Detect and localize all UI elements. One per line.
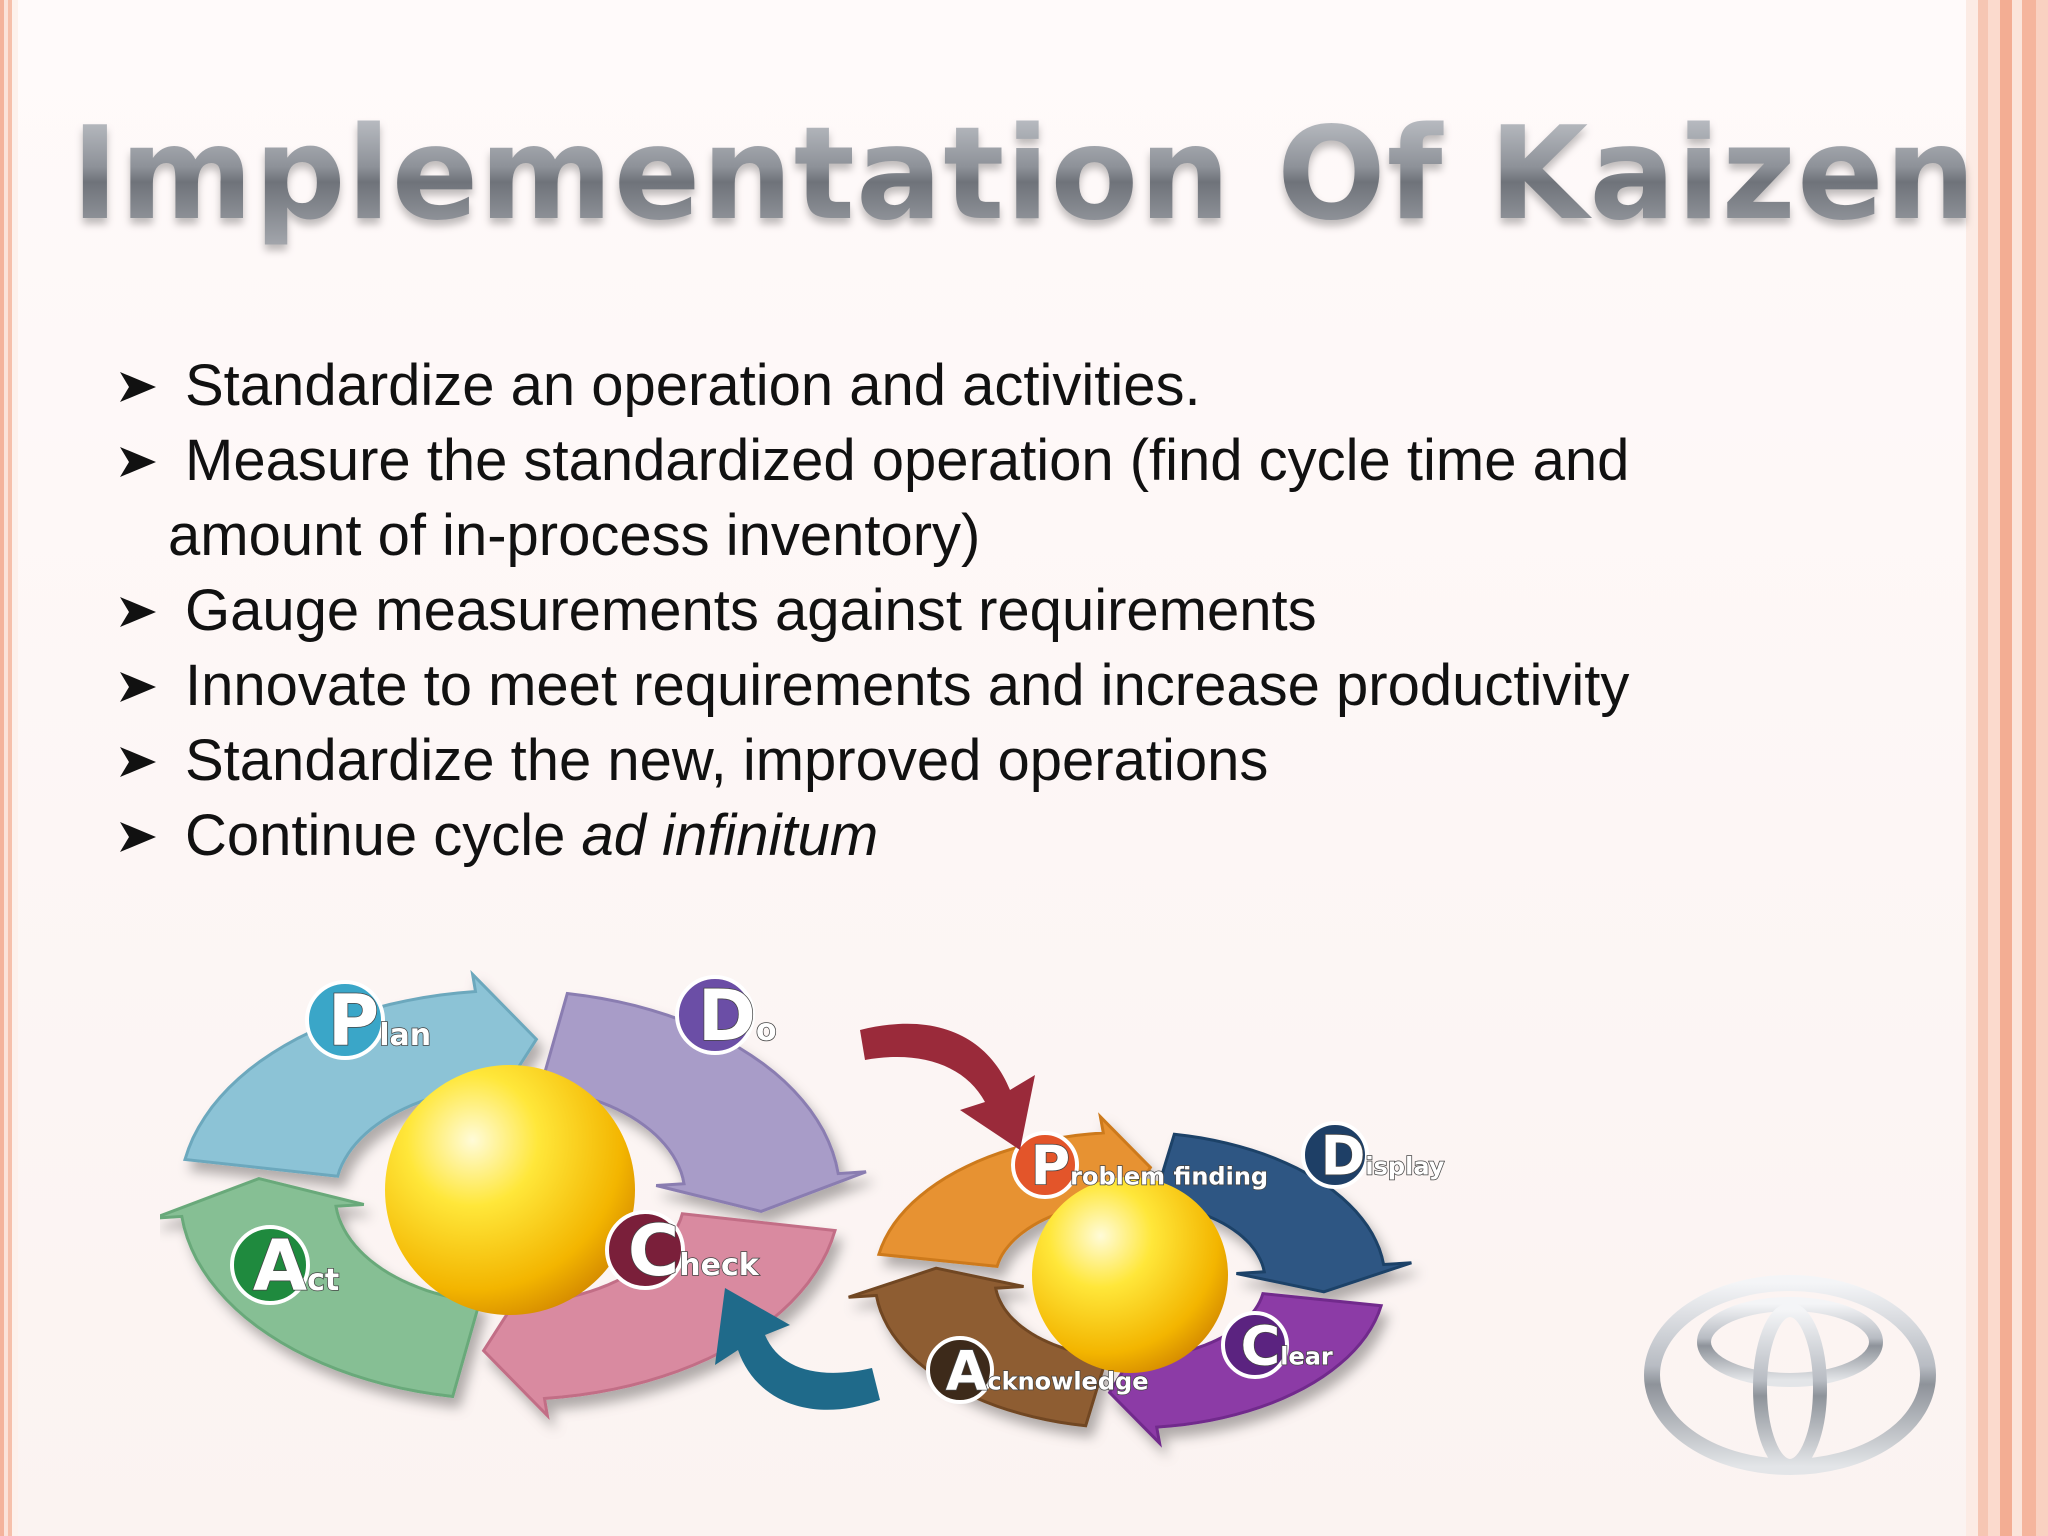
back-curved-arrow-icon: [715, 1288, 880, 1410]
bullet-item: Gauge measurements against requirements: [118, 573, 1818, 648]
pdca-sphere: [385, 1065, 635, 1315]
bullet-text: Innovate to meet requirements and increa…: [185, 653, 1630, 718]
bullet-text-italic: ad infinitum: [581, 803, 879, 868]
left-decorative-border: [0, 0, 18, 1536]
slide-title: Implementation Of Kaizen: [0, 100, 2048, 249]
bullet-item: Standardize the new, improved operations: [118, 723, 1818, 798]
problem-finding-badge: [1011, 1131, 1079, 1199]
arrowhead-bullet-icon: [120, 747, 156, 777]
bullet-list: Standardize an operation and activities.…: [118, 348, 1818, 873]
arrowhead-bullet-icon: [120, 822, 156, 852]
right-decorative-border: [1966, 0, 2048, 1536]
act-badge: [230, 1225, 310, 1305]
act-label: Act: [253, 1225, 339, 1307]
acknowledge-badge: [926, 1336, 994, 1404]
arrowhead-bullet-icon: [120, 672, 156, 702]
bullet-text: Standardize an operation and activities.: [185, 353, 1201, 418]
bullet-text: Measure the standardized operation (find…: [185, 428, 1630, 493]
toyota-logo-icon: [1644, 1275, 1936, 1475]
bullet-item: Continue cycle ad infinitum: [118, 798, 1818, 873]
bullet-item: Measure the standardized operation (find…: [118, 423, 1818, 573]
problem-cycle-sphere: [1032, 1177, 1228, 1373]
pdca-ring: [160, 969, 867, 1421]
bullet-text: Standardize the new, improved operations: [185, 728, 1269, 793]
display-label: Display: [1321, 1124, 1445, 1187]
plan-label: Plan: [328, 980, 431, 1062]
bullet-text: Gauge measurements against requirements: [185, 578, 1317, 643]
bullet-text-continuation: amount of in-process inventory): [168, 503, 981, 568]
bullet-text: Continue cycle: [185, 803, 582, 868]
arrowhead-bullet-icon: [120, 597, 156, 627]
acknowledge-label: Acknowledge: [946, 1339, 1149, 1402]
bullet-item: Standardize an operation and activities.: [118, 348, 1818, 423]
plan-badge: [305, 980, 385, 1060]
check-label: Check: [628, 1210, 760, 1292]
display-badge: [1301, 1121, 1369, 1189]
do-badge: [675, 975, 755, 1055]
clear-badge: [1221, 1311, 1289, 1379]
clear-label: Clear: [1241, 1314, 1333, 1377]
bullet-item: Innovate to meet requirements and increa…: [118, 648, 1818, 723]
arrowhead-bullet-icon: [120, 372, 156, 402]
arrowhead-bullet-icon: [120, 447, 156, 477]
act-segment: [160, 1177, 482, 1399]
problem-finding-label: Problem finding: [1031, 1134, 1269, 1197]
do-label: Do: [698, 975, 777, 1057]
check-badge: [605, 1210, 685, 1290]
forward-curved-arrow-icon: [860, 1023, 1035, 1150]
